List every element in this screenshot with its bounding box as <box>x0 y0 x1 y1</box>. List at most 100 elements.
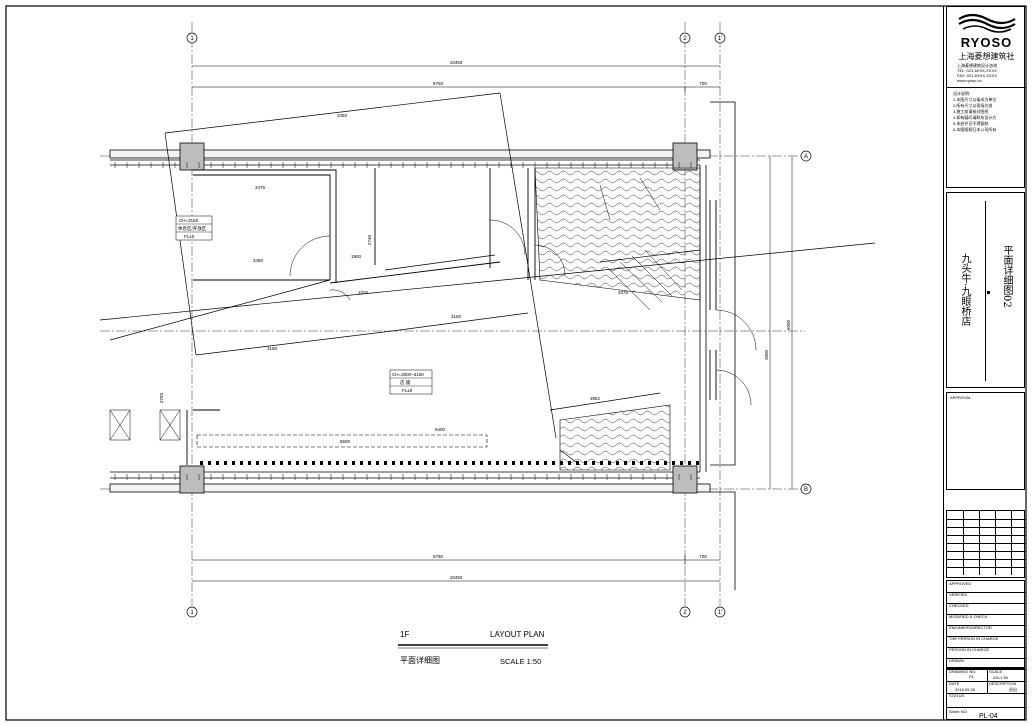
room-tag-2-level: FL±0 <box>402 388 413 393</box>
signature-row-label: CHECKED <box>949 603 969 608</box>
bench-dot <box>624 461 627 465</box>
company-contact-line: www.ryoso.cn <box>957 78 982 83</box>
window-ticks <box>114 162 692 480</box>
signature-row: MODIFIED & CHECK <box>947 614 1026 626</box>
dim-left-bay-top: 9750 <box>433 81 444 86</box>
signature-row-label: DRAWN <box>949 658 964 663</box>
grid-label-1p-bottom: 1' <box>718 610 722 616</box>
grid-label-1-top: 1 <box>190 36 194 42</box>
dim-top-slant: 3450 <box>337 113 348 118</box>
grid-bubble-1-bottom <box>186 606 198 618</box>
bench-dot <box>568 461 571 465</box>
bench-dot <box>368 461 371 465</box>
signature-row-label: VERIFIED <box>949 592 968 597</box>
bench-dot <box>296 461 299 465</box>
bench-dot <box>512 461 515 465</box>
bench-dot <box>240 461 243 465</box>
room-tag-1-ceiling: CH=3150 <box>179 218 199 223</box>
bench-dot <box>352 461 355 465</box>
plan-title-floor: 1F <box>400 630 409 639</box>
bench-dot <box>496 461 499 465</box>
bench-dot <box>416 461 419 465</box>
bench-dot <box>480 461 483 465</box>
dim-mid5: 1900 <box>351 254 362 259</box>
bench-dot <box>312 461 315 465</box>
grid-label-b: B <box>804 487 808 493</box>
signature-row: CHECKED <box>947 603 1026 615</box>
company-contact-line: 上海菱想建筑设计咨询 <box>957 63 997 68</box>
grid-label-2-bottom: 2 <box>683 610 687 616</box>
date-value: 2016.05.26 <box>955 687 976 692</box>
dim-right-h2: 3600 <box>764 349 769 360</box>
walls <box>109 101 736 590</box>
dim-bench2: 8600 <box>340 439 351 444</box>
bench-dot <box>400 461 403 465</box>
signature-row: APPROVED <box>947 581 1026 593</box>
dim-mid3: 3150 <box>267 346 278 351</box>
bench-dot <box>472 461 475 465</box>
grid-bubble-1p-bottom <box>714 606 726 618</box>
design-note-line: 6.本图版权归本公司所有 <box>953 127 997 132</box>
project-name: 九头牛·九眼桥店 <box>959 253 970 327</box>
bench-dot <box>528 461 531 465</box>
plan-title-en: LAYOUT PLAN <box>490 630 545 639</box>
stair-zone-lower <box>559 404 671 471</box>
door-swings <box>289 219 757 406</box>
bench-dot <box>200 461 203 465</box>
bench-dot <box>264 461 267 465</box>
bench-dot <box>664 461 667 465</box>
bench-dot <box>392 461 395 465</box>
date-label: DATE <box>949 681 960 686</box>
slanted-layout-lines <box>99 92 876 466</box>
status-label: STATUS <box>949 693 965 698</box>
bench-dot <box>632 461 635 465</box>
bench-dot <box>336 461 339 465</box>
signature-row-label: THE PERSON IN CHARGE <box>949 636 999 641</box>
shaft-boxes <box>109 409 181 441</box>
bench-dot <box>456 461 459 465</box>
room-tag-1-name: 休息区/开放区 <box>178 225 207 232</box>
signature-row: DRAWN <box>947 658 1026 670</box>
bench-dot <box>432 461 435 465</box>
bench-dot <box>504 461 507 465</box>
bench-dot <box>696 461 699 465</box>
title-block-approval-notes: APPROVAL <box>946 392 1025 490</box>
dim-bench: 9400 <box>435 427 446 432</box>
grid-bubble-1p-top <box>714 32 726 44</box>
plan-title: 1F LAYOUT PLAN 平面详细图 SCALE 1:50 <box>398 630 548 666</box>
bench-dot <box>448 461 451 465</box>
bench-dot <box>648 461 651 465</box>
bench-dot <box>280 461 283 465</box>
company-contact-line: FAX: 021-6XXX-XXXX <box>957 73 998 78</box>
dim-right-h: 6000 <box>786 319 791 330</box>
company-name: 上海菱想建筑社 <box>958 52 1015 61</box>
bench-dot <box>304 461 307 465</box>
dim-overall-top: 10450 <box>450 60 463 65</box>
bench-dot <box>208 461 211 465</box>
bench-dot <box>376 461 379 465</box>
revision-label: DESCRIPTION <box>989 681 1017 686</box>
columns <box>179 142 698 494</box>
design-note-line: 4.如有疑问请联系设计方 <box>953 115 997 120</box>
signature-row-label: MODIFIED & CHECK <box>949 614 988 619</box>
bench-dot <box>656 461 659 465</box>
bench-dot <box>256 461 259 465</box>
bench-dot <box>608 461 611 465</box>
bench-dot <box>616 461 619 465</box>
partitions <box>186 168 717 465</box>
design-note-line: 3.施工前请核对图纸 <box>953 109 989 114</box>
bench-dot <box>688 461 691 465</box>
design-note-line: 2.所有尺寸以现场为准 <box>953 103 993 108</box>
bench-dot <box>592 461 595 465</box>
sheet-no-value: PL-04 <box>979 713 998 720</box>
dim-mid6: 1020 <box>358 290 369 295</box>
bench-dot <box>440 461 443 465</box>
bench-counter <box>196 434 488 448</box>
bench-dot <box>248 461 251 465</box>
dim-right-bay-bottom: 700 <box>699 554 707 559</box>
drawing-name: 平面详细图02 <box>1001 245 1012 308</box>
grid-label-2-top: 2 <box>683 36 687 42</box>
room-tag-2-ceiling: CH=3000~3150 <box>392 372 424 377</box>
